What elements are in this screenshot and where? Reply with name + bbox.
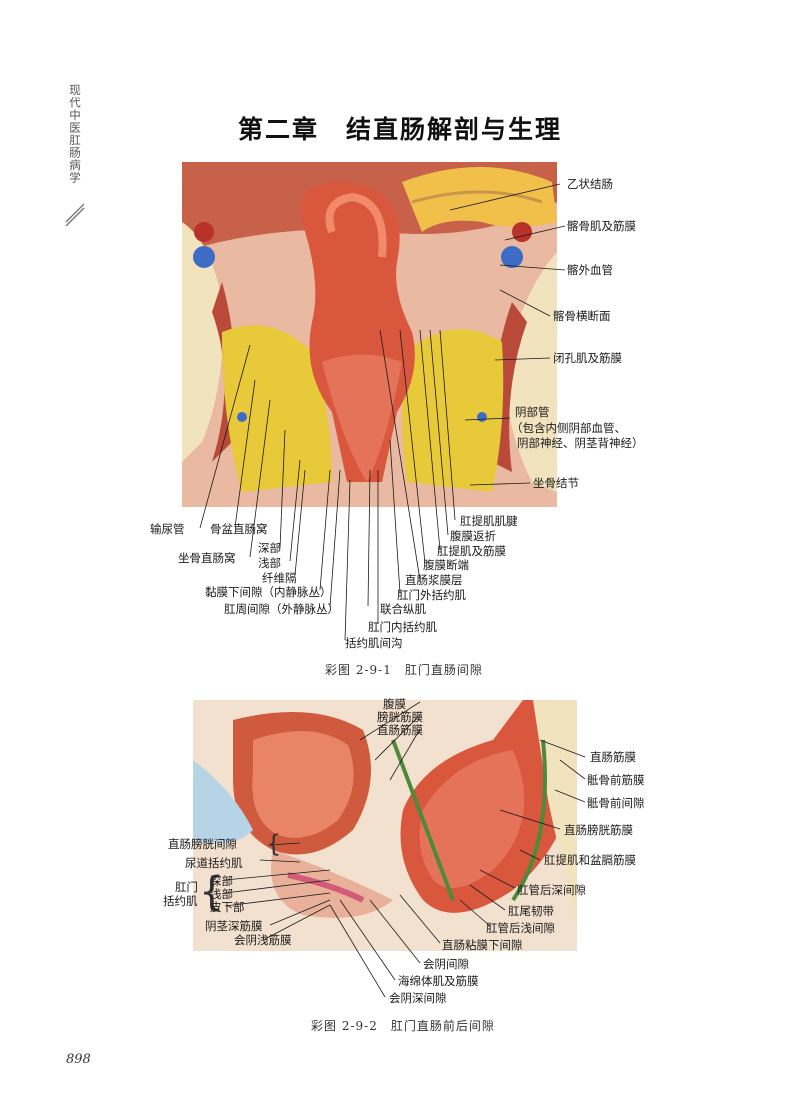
label-peritoneum-end: 腹膜断端 bbox=[423, 558, 469, 572]
label-rectal-fascia-top: 直肠筋膜 bbox=[377, 723, 423, 737]
chapter-title: 第二章 结直肠解剖与生理 bbox=[237, 115, 562, 144]
label-rectovesical-fascia: 直肠膀胱筋膜 bbox=[564, 823, 633, 837]
label-presacral-space: 骶骨前间隙 bbox=[587, 796, 645, 810]
label-perineal-superficial-fascia: 会阴浅筋膜 bbox=[234, 933, 292, 947]
label-peritoneum: 腹膜 bbox=[383, 697, 406, 711]
running-header: 现代中医肛肠病学 bbox=[68, 84, 82, 184]
label-bulbospongiosus: 海绵体肌及筋膜 bbox=[398, 974, 479, 988]
label-ilium-section: 髂骨横断面 bbox=[553, 309, 611, 323]
label-sphincter: 括约肌 bbox=[163, 894, 198, 908]
label-rectal-serosa: 直肠浆膜层 bbox=[405, 573, 463, 587]
label-urethral-sphincter: 尿道括约肌 bbox=[185, 856, 243, 870]
brace-icon: { bbox=[199, 869, 225, 915]
label-external-iliac-vessels: 髂外血管 bbox=[567, 263, 613, 277]
label-rectovesical-space: 直肠膀胱间隙 bbox=[168, 837, 237, 851]
label-obturator: 闭孔肌及筋膜 bbox=[553, 351, 622, 365]
label-pudendal-canal: 阴部管 bbox=[515, 405, 550, 419]
page-number: 898 bbox=[66, 1052, 91, 1067]
label-levator-pelvic-fascia: 肛提肌和盆膈筋膜 bbox=[544, 853, 636, 867]
label-iliacus: 髂骨肌及筋膜 bbox=[567, 219, 636, 233]
label-peritoneal-reflection: 腹膜返折 bbox=[450, 529, 496, 543]
label-rectal-fascia: 直肠筋膜 bbox=[590, 750, 636, 764]
label-internal-sphincter: 肛门内括约肌 bbox=[368, 620, 437, 634]
label-pudendal-note-1: （包含内侧阴部血管、 bbox=[511, 421, 626, 435]
label-deep-part-2: 深部 bbox=[210, 874, 233, 888]
label-vesical-fascia: 膀胱筋膜 bbox=[377, 710, 423, 724]
label-ischial-tuberosity: 坐骨结节 bbox=[533, 476, 579, 490]
label-superficial-postanal-space: 肛管后浅间隙 bbox=[486, 921, 555, 935]
label-deep-part: 深部 bbox=[258, 541, 281, 555]
label-anal: 肛门 bbox=[175, 880, 198, 894]
label-sigmoid-colon: 乙状结肠 bbox=[567, 177, 613, 191]
label-submucous-space: 黏膜下间隙（内静脉丛） bbox=[205, 585, 332, 599]
label-perineal-space: 会阴间隙 bbox=[423, 957, 469, 971]
figure-1-illustration bbox=[182, 162, 557, 507]
label-penile-deep-fascia: 阴茎深筋膜 bbox=[205, 919, 263, 933]
brace-icon: { bbox=[266, 830, 282, 858]
label-presacral-fascia: 骶骨前筋膜 bbox=[587, 773, 645, 787]
label-intersphincteric-groove: 括约肌间沟 bbox=[345, 636, 403, 650]
label-external-sphincter: 肛门外括约肌 bbox=[397, 588, 466, 602]
label-ischiorectal-fossa: 坐骨直肠窝 bbox=[178, 551, 236, 565]
label-deep-perineal-space: 会阴深间隙 bbox=[389, 991, 447, 1005]
label-superficial-part-2: 浅部 bbox=[210, 887, 233, 901]
label-superficial-part: 浅部 bbox=[258, 556, 281, 570]
label-subcutaneous-part: 皮下部 bbox=[210, 900, 245, 914]
label-pelvirectal-fossa: 骨盆直肠窝 bbox=[210, 522, 268, 536]
label-perianal-space: 肛周间隙（外静脉丛） bbox=[224, 602, 339, 616]
label-ureter: 输尿管 bbox=[150, 522, 185, 536]
label-conjoined-longitudinal: 联合纵肌 bbox=[380, 602, 426, 616]
label-anococcygeal-ligament: 肛尾韧带 bbox=[508, 904, 554, 918]
label-levator-fascia: 肛提肌及筋膜 bbox=[437, 544, 506, 558]
slash-ornament-icon bbox=[65, 203, 85, 226]
figure-1-caption: 彩图 2-9-1 肛门直肠间隙 bbox=[325, 663, 483, 677]
label-fibrous-septum: 纤维隔 bbox=[262, 571, 297, 585]
label-deep-postanal-space: 肛管后深间隙 bbox=[517, 883, 586, 897]
label-submucosal-space: 直肠粘膜下间隙 bbox=[442, 938, 523, 952]
figure-2-caption: 彩图 2-9-2 肛门直肠前后间隙 bbox=[311, 1019, 495, 1033]
label-levator-tendon: 肛提肌肌腱 bbox=[460, 514, 518, 528]
label-pudendal-note-2: 阴部神经、阴茎背神经） bbox=[517, 436, 644, 450]
